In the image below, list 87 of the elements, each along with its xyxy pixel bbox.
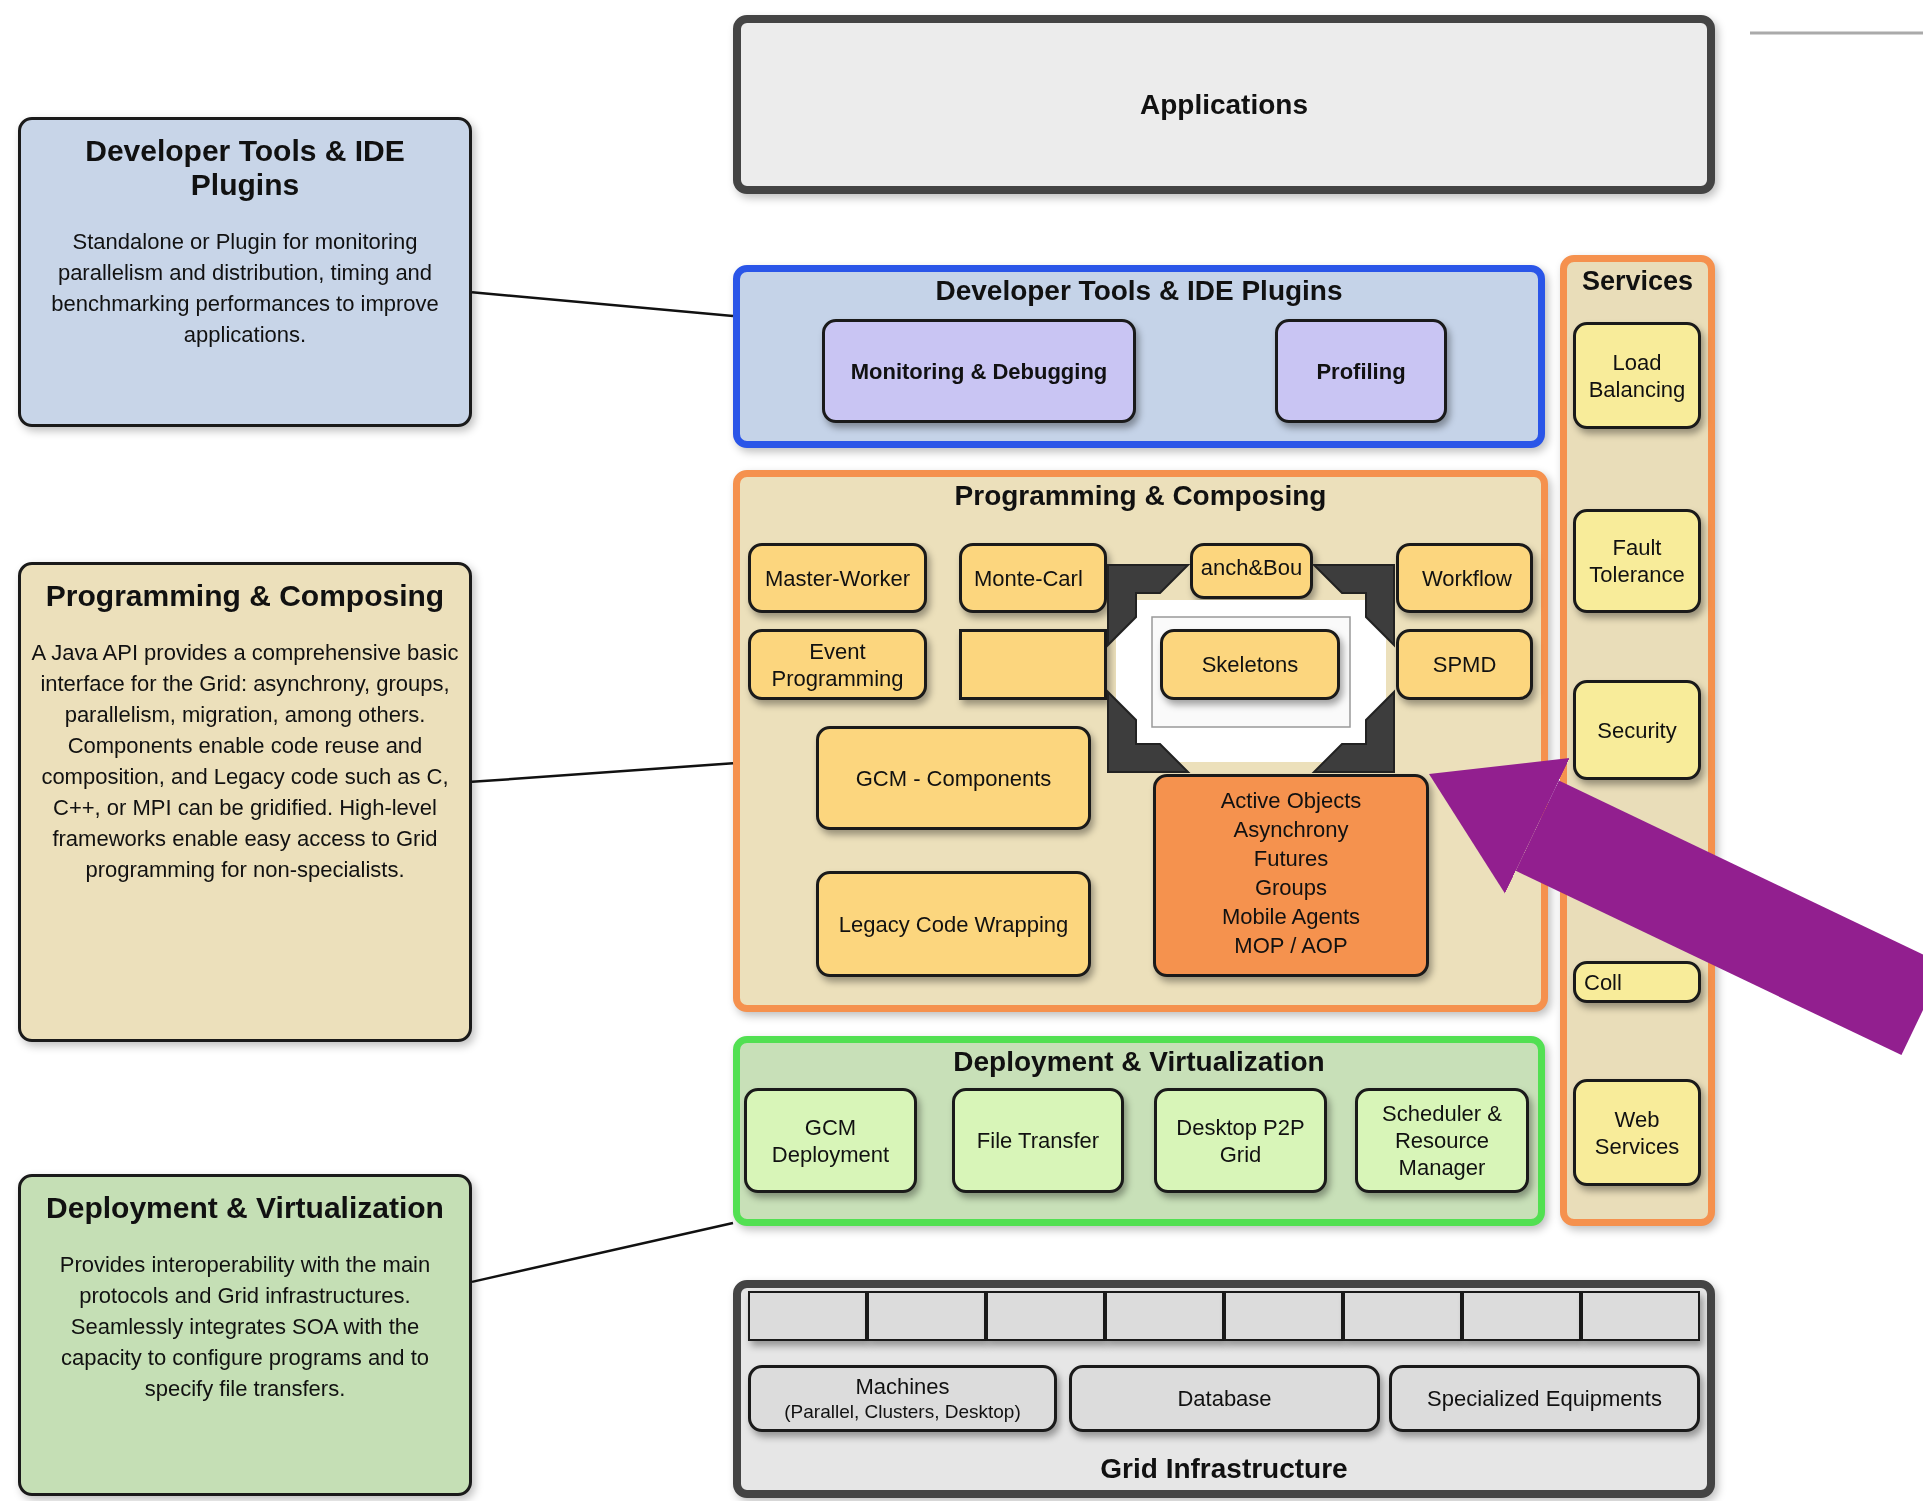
component-box [1160, 629, 1340, 700]
box-label: Mobile Agents [1221, 903, 1361, 931]
box-label: Security [1597, 716, 1677, 744]
middleware-cell [1581, 1291, 1700, 1341]
box-label: Machines [855, 1373, 950, 1400]
component-box [1153, 774, 1429, 977]
middleware-cell [1224, 1291, 1343, 1341]
component-box [816, 726, 1091, 830]
box-label: MOP / AOP [1234, 932, 1348, 960]
pointer-arrow [1429, 758, 1923, 1056]
description-text: A Java API provides a comprehensive basic interface for the Grid: asynchrony, groups, parallelism, migration, among others. Components enable code reuse and composition, and Legacy code such as C, C++, or MPI can be gridified. High-level frameworks enable easy access to Grid programming for non-specialists. [31, 639, 459, 884]
middleware-cell [748, 1291, 867, 1341]
leader-line [471, 761, 734, 784]
leader-line [471, 290, 734, 318]
box-label: Groups [1254, 874, 1328, 902]
description-card [18, 1174, 472, 1496]
panel-title: Programming & Composing [954, 479, 1327, 513]
component-box [1389, 1365, 1700, 1432]
component-box [1069, 1365, 1380, 1432]
component-box [1573, 680, 1701, 780]
component-box [1275, 319, 1447, 423]
component-box [1573, 961, 1701, 1003]
component-box [748, 1365, 1057, 1432]
middleware-cell [1462, 1291, 1581, 1341]
middleware-cell [1105, 1291, 1224, 1341]
application-box [733, 15, 1715, 194]
panel-title: Grid Infrastructure [1100, 1452, 1348, 1486]
box-label: Web Services [1593, 1105, 1681, 1160]
box-label: Scheduler & Resource Manager [1381, 1100, 1503, 1181]
box-label: Workflow [1421, 564, 1512, 592]
panel-title: Developer Tools & IDE Plugins [935, 274, 1343, 308]
box-label: Active Objects [1220, 787, 1362, 815]
component-box [748, 629, 927, 700]
box-label: Database [1177, 1385, 1272, 1412]
box-label: Event Programming [770, 637, 905, 692]
component-box [1355, 1088, 1529, 1193]
box-label: Master-Worker [764, 564, 911, 592]
component-box [1396, 543, 1533, 613]
description-text: Standalone or Plugin for monitoring parallelism and distribution, timing and benchmarking performances to improve applications. [50, 228, 440, 349]
description-text: Provides interoperability with the main protocols and Grid infrastructures. Seamlessly integrates SOA with the capacity to configure programs and to specify file transfers. [58, 1251, 432, 1403]
box-label: Legacy Code Wrapping [838, 910, 1069, 938]
layer-panel [733, 1036, 1545, 1226]
box-label: Monte-Carl [974, 564, 1083, 592]
component-box [1573, 322, 1701, 429]
box-label: Monitoring & Debugging [850, 357, 1108, 385]
component-box [1154, 1088, 1327, 1193]
box-label: SPMD [1432, 651, 1497, 678]
box-label: Load Balancing [1587, 348, 1687, 403]
panel-title: Deployment & Virtualization [953, 1045, 1325, 1079]
description-card [18, 562, 472, 1042]
box-label: Skeletons [1201, 651, 1299, 678]
box-label: Specialized Equipments [1427, 1385, 1662, 1412]
component-box [744, 1088, 917, 1193]
box-label: (Parallel, Clusters, Desktop) [784, 1400, 1021, 1424]
box-label: anch&Bou [1200, 554, 1303, 581]
box-label: Coll [1584, 969, 1622, 996]
layer-panel [733, 1280, 1715, 1498]
layer-panel [733, 470, 1548, 1012]
middleware-cell [1343, 1291, 1462, 1341]
layer-panel [733, 265, 1545, 448]
component-box [1190, 543, 1313, 599]
panel-title: Services [1581, 265, 1694, 298]
box-label: Profiling [1316, 357, 1406, 385]
card-title: Developer Tools & IDE Plugins [84, 134, 406, 202]
component-box [952, 1088, 1124, 1193]
box-label: Futures [1253, 845, 1329, 873]
box-label: GCM Deployment [770, 1113, 891, 1168]
component-box [816, 871, 1091, 977]
description-card [18, 117, 472, 427]
component-box [1396, 629, 1533, 700]
box-label: File Transfer [976, 1127, 1100, 1154]
leader-line [471, 1221, 734, 1284]
card-title: Programming & Composing [45, 579, 445, 613]
component-box [748, 543, 927, 613]
middleware-cell [959, 629, 1107, 700]
component-box [959, 543, 1107, 613]
box-label: Desktop P2P Grid [1175, 1113, 1306, 1168]
box-label: Asynchrony [1233, 816, 1349, 844]
middleware-cell [867, 1291, 986, 1341]
component-box [1573, 509, 1701, 613]
box-label: Fault Tolerance [1588, 534, 1686, 588]
component-box [822, 319, 1136, 423]
middleware-cell [986, 1291, 1105, 1341]
box-label: Applications [1140, 91, 1308, 118]
card-title: Deployment & Virtualization [46, 1191, 444, 1225]
box-label: GCM - Components [855, 764, 1052, 792]
component-box [1573, 1079, 1701, 1186]
